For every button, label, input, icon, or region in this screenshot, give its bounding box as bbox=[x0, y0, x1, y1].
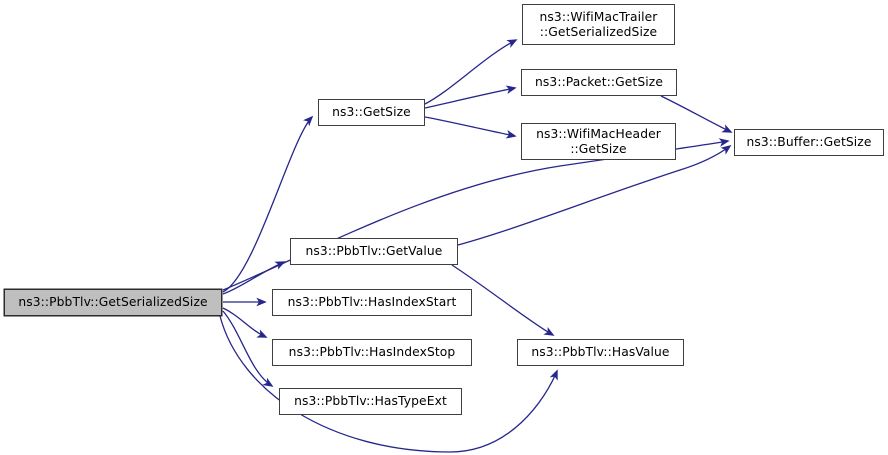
edge-root-to-hastypeext bbox=[222, 310, 274, 387]
edge-root-to-hasvalue bbox=[219, 315, 558, 453]
graph-node-hasindexstart[interactable]: ns3::PbbTlv::HasIndexStart bbox=[272, 289, 472, 316]
graph-node-buffer[interactable]: ns3::Buffer::GetSize bbox=[734, 129, 884, 156]
edge-root-to-buffer bbox=[222, 138, 730, 291]
graph-node-label: ns3::PbbTlv::HasTypeExt bbox=[294, 394, 447, 409]
edge-getsize-to-wifimacheader bbox=[424, 116, 517, 139]
edge-getvalue-to-buffer bbox=[457, 144, 732, 246]
graph-node-hasvalue[interactable]: ns3::PbbTlv::HasValue bbox=[517, 339, 684, 366]
graph-node-getsize[interactable]: ns3::GetSize bbox=[318, 99, 425, 126]
graph-node-wifimactrailer[interactable]: ns3::WifiMacTrailer ::GetSerializedSize bbox=[522, 4, 675, 45]
graph-node-label: ns3::PbbTlv::GetSerializedSize bbox=[18, 295, 208, 310]
edge-getsize-to-packet bbox=[424, 85, 517, 109]
graph-node-root[interactable]: ns3::PbbTlv::GetSerializedSize bbox=[4, 289, 222, 316]
graph-node-label: ns3::PbbTlv::HasIndexStart bbox=[287, 295, 457, 310]
graph-node-getvalue[interactable]: ns3::PbbTlv::GetValue bbox=[290, 238, 458, 265]
graph-node-label: ns3::Packet::GetSize bbox=[535, 75, 663, 90]
graph-node-label: ns3::PbbTlv::HasIndexStop bbox=[288, 345, 456, 360]
graph-node-wifimacheader[interactable]: ns3::WifiMacHeader ::GetSize bbox=[521, 123, 676, 160]
graph-node-label: ns3::WifiMacHeader ::GetSize bbox=[536, 127, 661, 156]
graph-node-label: ns3::PbbTlv::GetValue bbox=[305, 244, 443, 259]
graph-node-label: ns3::PbbTlv::HasValue bbox=[531, 345, 670, 360]
graph-node-label: ns3::GetSize bbox=[332, 105, 411, 120]
edge-root-to-hasindexstop bbox=[222, 307, 268, 338]
edge-getsize-to-wifimactrailer bbox=[424, 39, 518, 105]
graph-node-hasindexstop[interactable]: ns3::PbbTlv::HasIndexStop bbox=[272, 339, 472, 366]
edge-root-to-getsize bbox=[222, 115, 314, 293]
graph-node-hastypeext[interactable]: ns3::PbbTlv::HasTypeExt bbox=[279, 388, 462, 415]
graph-node-packet[interactable]: ns3::Packet::GetSize bbox=[521, 69, 677, 96]
graph-node-label: ns3::Buffer::GetSize bbox=[746, 135, 872, 150]
graph-node-label: ns3::WifiMacTrailer ::GetSerializedSize bbox=[539, 10, 658, 39]
